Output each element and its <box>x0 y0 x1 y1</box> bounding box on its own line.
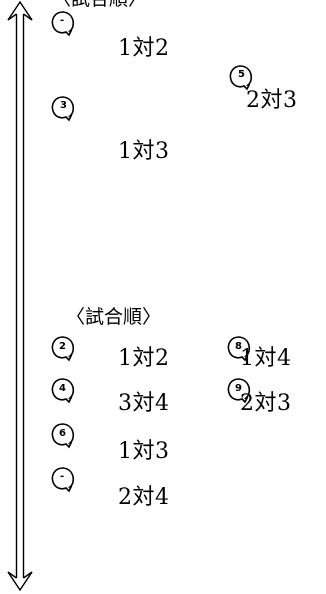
player-head-icon: 2 <box>50 335 75 362</box>
match-label: 2対4 <box>118 485 170 510</box>
marker-number: 5 <box>238 69 245 80</box>
match-label: 3対4 <box>118 391 170 416</box>
match-label: 2対3 <box>240 391 292 416</box>
player-head-icon: 9 <box>226 377 251 404</box>
marker-number: - <box>60 471 65 482</box>
top-section-title: 〈試合順〉 <box>52 0 147 9</box>
marker-number: - <box>60 15 65 26</box>
match-label: 1対2 <box>118 346 170 371</box>
marker-number: 9 <box>235 383 242 394</box>
player-head-icon: 6 <box>50 422 75 449</box>
marker-number: 8 <box>235 341 242 352</box>
marker-number: 4 <box>59 383 66 394</box>
match-label: 1対2 <box>118 36 170 61</box>
bottom-section-title: 〈試合順〉 <box>66 306 162 328</box>
match-label: 1対3 <box>118 439 170 464</box>
player-head-icon: - <box>50 10 75 37</box>
player-head-icon: - <box>50 466 75 493</box>
match-label: 1対3 <box>118 139 170 164</box>
marker-number: 2 <box>59 341 66 352</box>
match-label: 1対4 <box>240 346 292 371</box>
timeline-double-arrow <box>7 0 33 592</box>
marker-number: 3 <box>60 100 67 111</box>
player-head-icon: 4 <box>50 377 75 404</box>
marker-number: 6 <box>59 428 66 439</box>
player-head-icon: 3 <box>50 95 75 122</box>
player-head-icon: 8 <box>226 335 251 362</box>
player-head-icon: 5 <box>228 64 253 91</box>
match-label: 2対3 <box>246 88 298 113</box>
